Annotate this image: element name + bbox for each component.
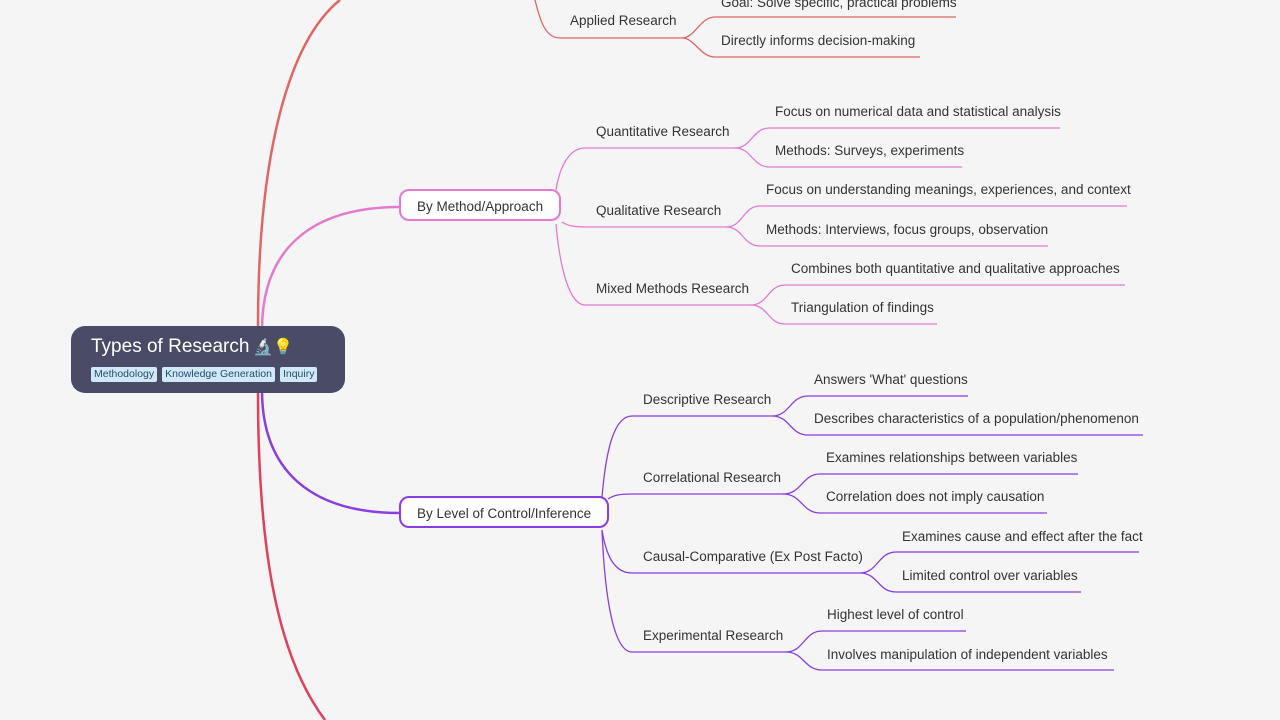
topic-correlational[interactable]: Correlational Research — [643, 470, 782, 485]
topic-causal-comparative[interactable]: Causal-Comparative (Ex Post Facto) — [643, 549, 863, 564]
topic-quantitative[interactable]: Quantitative Research — [596, 124, 730, 139]
connector-control-causal — [601, 529, 860, 574]
connector-applied-child-1 — [681, 16, 956, 39]
desc-child-2[interactable]: Describes characteristics of a populatio… — [814, 411, 1139, 426]
connector-root-top — [256, 0, 341, 327]
causal-child-1[interactable]: Examines cause and effect after the fact — [902, 529, 1143, 544]
mixed-child-2[interactable]: Triangulation of findings — [791, 300, 934, 315]
branch-by-control[interactable]: By Level of Control/Inference — [399, 496, 610, 528]
microscope-bulb-icon: 🔬💡 — [253, 339, 294, 356]
connector-control-desc — [601, 415, 772, 498]
topic-experimental[interactable]: Experimental Research — [643, 628, 784, 643]
qual-child-2[interactable]: Methods: Interviews, focus groups, obser… — [766, 222, 1049, 237]
quant-child-2[interactable]: Methods: Surveys, experiments — [775, 143, 965, 158]
mixed-child-1[interactable]: Combines both quantitative and qualitati… — [791, 261, 1120, 276]
topic-descriptive[interactable]: Descriptive Research — [643, 392, 772, 407]
desc-child-1[interactable]: Answers 'What' questions — [814, 372, 968, 387]
applied-child-decision[interactable]: Directly informs decision-making — [721, 33, 916, 48]
connector-root-control — [260, 389, 401, 515]
connector-method-quant — [555, 147, 735, 191]
exp-child-2[interactable]: Involves manipulation of independent var… — [827, 647, 1108, 662]
quant-child-1[interactable]: Focus on numerical data and statistical … — [775, 104, 1061, 119]
applied-child-goal[interactable]: Goal: Solve specific, practical problems — [721, 0, 957, 10]
connector-desc-child-1 — [771, 395, 968, 417]
topic-qualitative[interactable]: Qualitative Research — [596, 203, 722, 218]
connector-causal-child-2 — [859, 572, 1081, 593]
connector-control-corr — [607, 493, 783, 500]
root-title: Types of Research🔬💡 — [91, 334, 325, 361]
connector-causal-child-1 — [859, 551, 1139, 574]
connector-mixed-child-1 — [750, 284, 1125, 306]
connector-corr-child-2 — [782, 493, 1047, 514]
connector-quant-child-2 — [734, 147, 962, 168]
connector-root-method — [260, 205, 401, 331]
tag-inquiry[interactable]: Inquiry — [279, 367, 318, 382]
root-title-text: Types of Research — [91, 336, 250, 357]
connector-corr-child-1 — [782, 473, 1078, 495]
connector-method-mixed — [555, 223, 751, 306]
connector-exp-child-1 — [785, 630, 966, 653]
corr-child-2[interactable]: Correlation does not imply causation — [826, 489, 1045, 504]
connector-mixed-child-2 — [750, 304, 937, 325]
branch-by-method[interactable]: By Method/Approach — [399, 189, 562, 221]
connector-desc-child-2 — [771, 415, 1143, 436]
connector-control-exp — [601, 530, 786, 653]
exp-child-1[interactable]: Highest level of control — [827, 607, 964, 622]
connector-qual-child-1 — [725, 205, 1127, 228]
qual-child-1[interactable]: Focus on understanding meanings, experie… — [766, 182, 1131, 197]
root-tags: Methodology Knowledge Generation Inquiry — [91, 367, 325, 382]
connector-applied-topic — [534, 0, 682, 39]
connector-exp-child-2 — [785, 651, 1114, 671]
causal-child-2[interactable]: Limited control over variables — [902, 568, 1078, 583]
connector-quant-child-1 — [734, 127, 1060, 149]
connector-qual-child-2 — [725, 226, 1048, 247]
corr-child-1[interactable]: Examines relationships between variables — [826, 450, 1078, 465]
tag-knowledge-generation[interactable]: Knowledge Generation — [162, 367, 275, 382]
root-node[interactable]: Types of Research🔬💡 Methodology Knowledg… — [71, 326, 345, 393]
connector-applied-child-2 — [681, 37, 920, 58]
topic-mixed-methods[interactable]: Mixed Methods Research — [596, 281, 750, 296]
tag-methodology[interactable]: Methodology — [91, 367, 158, 382]
topic-applied-research[interactable]: Applied Research — [570, 13, 677, 28]
connector-root-bottom — [256, 392, 327, 720]
connector-method-qual — [561, 221, 726, 228]
